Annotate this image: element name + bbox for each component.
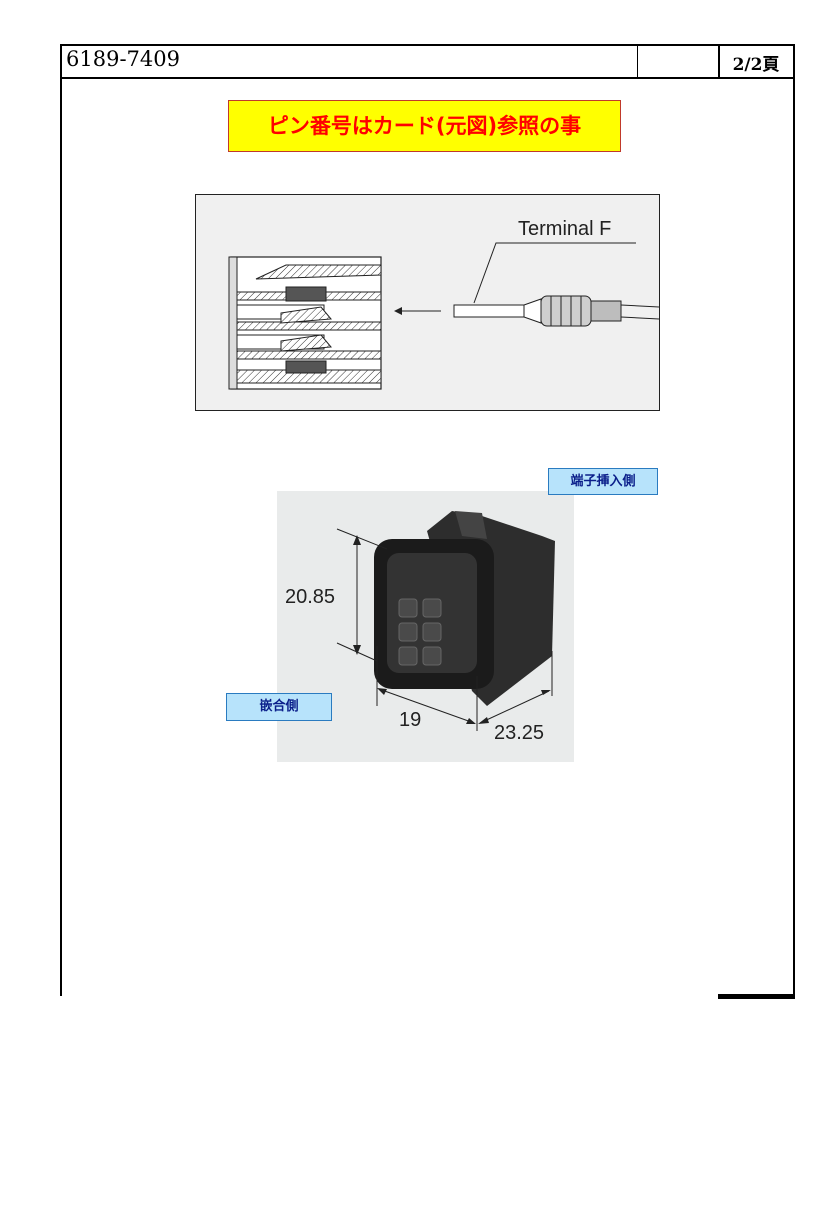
connector-photo-drawing: 20.85 19 23.25 xyxy=(285,511,555,744)
dimension-width: 19 xyxy=(399,709,421,731)
connector-cross-section-figure: Terminal F xyxy=(195,194,660,411)
terminal-label: Terminal F xyxy=(518,218,611,240)
pin-number-notice: ピン番号はカード(元図)参照の事 xyxy=(228,100,621,152)
page-number: 2/2頁 xyxy=(732,55,780,75)
connector-photo-figure: 20.85 19 23.25 xyxy=(277,491,574,762)
frame-top-border xyxy=(60,44,795,46)
header-divider xyxy=(718,44,720,78)
dimension-depth: 23.25 xyxy=(494,722,544,744)
document-number: 6189-7409 xyxy=(66,47,180,71)
header-bottom-border xyxy=(60,77,795,79)
terminal-insertion-side-tag: 端子挿入側 xyxy=(548,468,658,495)
frame-left-border xyxy=(60,44,62,996)
footer-bar xyxy=(718,994,795,999)
header-divider xyxy=(637,44,638,78)
cross-section-drawing: Terminal F xyxy=(228,218,660,390)
mating-side-tag: 嵌合側 xyxy=(226,693,332,721)
frame-right-border xyxy=(793,44,795,999)
dimension-height: 20.85 xyxy=(285,586,335,608)
